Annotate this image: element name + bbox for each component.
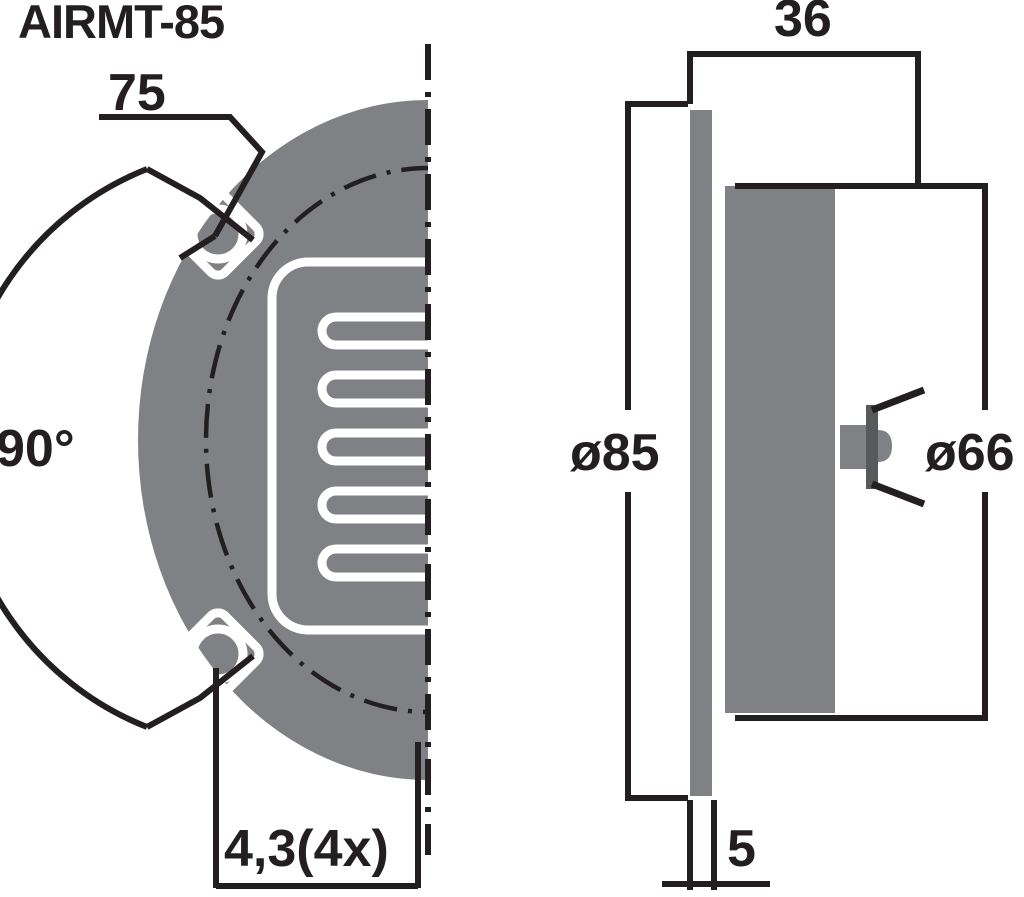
bolt-circle-dimension: 75	[99, 64, 266, 261]
grille-slot	[317, 370, 428, 408]
inner-diameter-dimension: ø66	[735, 183, 1015, 721]
pole-plate	[866, 405, 878, 489]
dimension-label-5: 5	[727, 820, 756, 878]
leader-line-75	[99, 114, 266, 238]
grille-slot	[317, 428, 428, 466]
body-profile	[725, 186, 835, 713]
dimension-bracket-36	[687, 51, 921, 186]
dimension-label-hole-size: 4,3(4x)	[224, 820, 389, 878]
outer-diameter-dimension: ø85	[570, 101, 688, 801]
dimension-label-75: 75	[108, 64, 166, 122]
dimension-bracket-66-top	[735, 183, 988, 410]
dimension-label-85: ø85	[570, 424, 660, 482]
angle-arc	[0, 166, 149, 730]
dome-detail	[878, 430, 892, 462]
magnet-block	[840, 425, 866, 469]
dimension-bracket-66-bottom	[735, 492, 988, 721]
angle-arrowhead-bottom	[145, 653, 255, 730]
grille-assembly	[267, 257, 428, 635]
mounting-tab	[172, 608, 264, 700]
dimension-label-90deg: 90°	[0, 420, 75, 478]
grille-slot	[317, 544, 428, 582]
depth-dimension: 36	[687, 0, 921, 186]
mounting-hole-center	[207, 643, 229, 665]
grille-outer-border	[267, 257, 428, 635]
faceplate-profile	[690, 110, 712, 796]
cone-line-upper	[870, 386, 926, 414]
grille-slot	[317, 312, 428, 350]
hole-size-dimension: 4,3(4x)	[213, 668, 421, 889]
front-view: 75 90° 4,3(4x)	[0, 44, 431, 889]
dimension-bracket-85-bottom	[625, 492, 688, 801]
cone-line-lower	[870, 480, 926, 508]
side-view: 36 ø85 ø66 5	[570, 0, 1015, 890]
angle-dimension: 90°	[0, 166, 255, 730]
grille-slot	[317, 486, 428, 524]
mounting-tab	[172, 188, 264, 280]
leader-arrow-75	[178, 233, 217, 261]
page-title: AIRMT-85	[18, 0, 224, 48]
thickness-dimension: 5	[662, 800, 770, 890]
dimension-bracket-85-top	[625, 101, 688, 410]
angle-arrowhead-top	[145, 166, 255, 243]
grille-slots	[317, 312, 428, 582]
dimension-label-66: ø66	[925, 424, 1015, 482]
dimension-label-36: 36	[774, 0, 832, 48]
